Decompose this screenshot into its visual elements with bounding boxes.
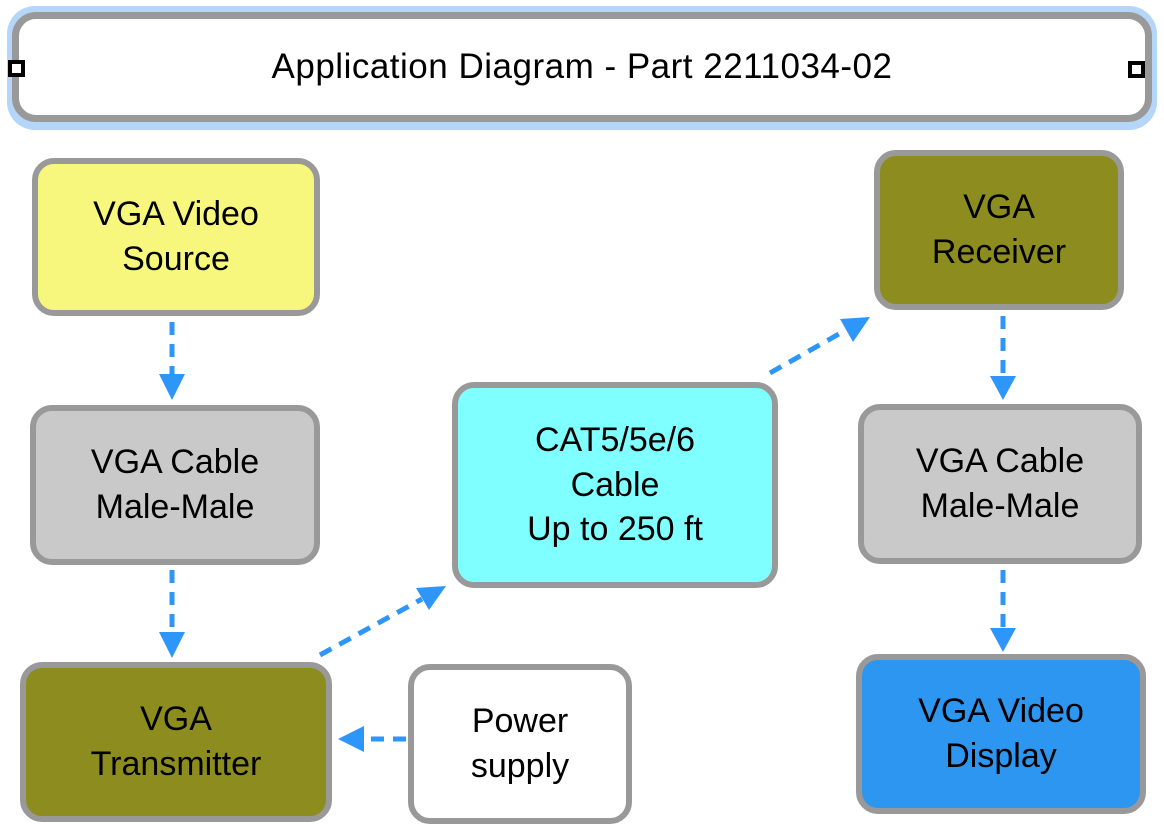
node-vga-transmitter[interactable]: VGA Transmitter: [20, 662, 332, 822]
arrow-receiver-to-cable-right-icon: [990, 316, 1016, 400]
node-label: Power supply: [470, 702, 570, 785]
node-vga-cable-male-male-right[interactable]: VGA Cable Male-Male: [858, 404, 1142, 564]
node-label: VGA Cable Male-Male: [915, 442, 1085, 525]
arrow-cable-left-to-transmitter-icon: [159, 570, 185, 658]
node-label: VGA Cable Male-Male: [90, 443, 260, 526]
diagram-title-box[interactable]: Application Diagram - Part 2211034-02: [12, 12, 1152, 122]
node-vga-receiver[interactable]: VGA Receiver: [874, 150, 1124, 310]
node-label: VGA Receiver: [931, 188, 1067, 271]
node-vga-video-display[interactable]: VGA Video Display: [856, 654, 1146, 814]
diagram-title: Application Diagram - Part 2211034-02: [271, 47, 893, 86]
node-vga-cable-male-male-left[interactable]: VGA Cable Male-Male: [30, 405, 320, 565]
arrow-transmitter-to-cat5-icon: [318, 586, 446, 658]
node-label: VGA Video Display: [918, 692, 1084, 775]
node-vga-video-source[interactable]: VGA Video Source: [32, 158, 320, 316]
arrow-source-to-cable-left-icon: [159, 322, 185, 400]
node-label: CAT5/5e/6 Cable Up to 250 ft: [527, 420, 703, 549]
selection-handle-left[interactable]: [8, 60, 25, 77]
selection-handle-right[interactable]: [1128, 61, 1145, 78]
node-power-supply[interactable]: Power supply: [408, 664, 632, 824]
node-label: VGA Video Source: [93, 195, 259, 278]
title-selection-outline: Application Diagram - Part 2211034-02: [7, 6, 1157, 130]
arrow-cat5-to-receiver-icon: [768, 317, 870, 376]
arrow-power-to-transmitter-icon: [338, 726, 406, 752]
node-label: VGA Transmitter: [90, 700, 262, 783]
node-cat5-cable[interactable]: CAT5/5e/6 Cable Up to 250 ft: [452, 382, 778, 588]
arrow-cable-right-to-display-icon: [990, 570, 1016, 652]
